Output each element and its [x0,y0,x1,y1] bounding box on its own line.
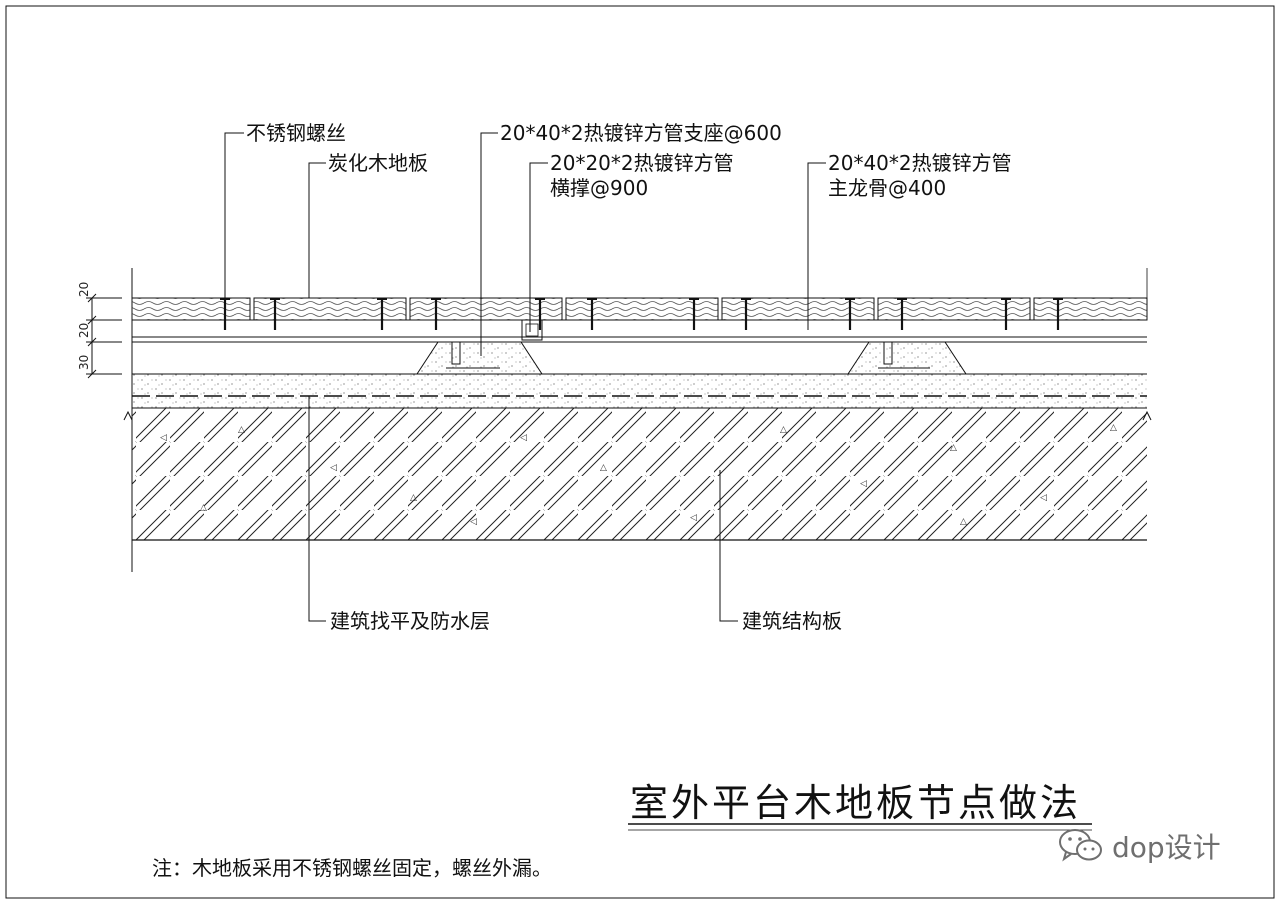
leveling-waterproof-layer [132,373,1147,408]
dimension-marks: 20 20 30 [77,282,122,379]
screw [845,298,855,330]
svg-text:◁: ◁ [860,479,867,489]
dimension-value: 20 [77,282,91,297]
svg-text:△: △ [1110,423,1117,433]
svg-text:△: △ [600,463,607,473]
screw [897,298,907,330]
screw [587,298,597,330]
label-structural-slab: 建筑结构板 [742,609,842,633]
label-leveling-waterproof: 建筑找平及防水层 [330,609,490,633]
floor-plank [565,297,719,321]
screw [1001,298,1011,330]
svg-text:◁: ◁ [160,433,167,443]
leader-lines [224,132,826,622]
svg-text:△: △ [410,493,417,503]
svg-text:◁: ◁ [1040,493,1047,503]
structural-slab: ◁ △ ◁ △ ◁ △ ◁ △ ◁ △ ◁ △ △ ◁ △ [132,407,1147,541]
main-keel [132,319,1147,343]
svg-text:△: △ [960,517,967,527]
sheet-frame [5,5,1275,899]
floor-plank [409,297,563,321]
svg-text:△: △ [780,425,787,435]
screw [741,298,751,330]
support-pedestal [416,341,543,375]
label-cross-brace-1: 20*20*2热镀锌方管 [550,151,734,175]
watermark-text: dop设计 [1112,831,1221,864]
dimension-value: 20 [77,323,91,338]
screw [689,298,699,330]
wechat-icon [1059,829,1102,862]
screw [431,298,441,330]
screw [270,298,280,330]
svg-text:◁: ◁ [470,517,477,527]
svg-text:◁: ◁ [330,463,337,473]
svg-text:△: △ [950,443,957,453]
screw [535,298,545,330]
svg-text:◁: ◁ [690,513,697,523]
label-carbonized-floor: 炭化木地板 [328,151,428,175]
label-main-keel-1: 20*40*2热镀锌方管 [828,151,1012,175]
screw [1053,298,1063,330]
floor-plank [1033,297,1148,321]
stainless-screws [220,298,1063,330]
label-main-keel-2: 主龙骨@400 [828,176,947,200]
drawing-note: 注：木地板采用不锈钢螺丝固定，螺丝外漏。 [152,856,552,880]
label-cross-brace-2: 横撑@900 [550,176,649,200]
floor-plank [721,297,875,321]
carbonized-wood-floor [131,297,1148,321]
svg-text:◁: ◁ [520,433,527,443]
watermark: dop设计 [1058,826,1221,866]
support-pedestal [847,341,967,375]
drawing-title: 室外平台木地板节点做法 [630,781,1082,825]
floor-plank [131,297,251,321]
floor-plank [253,297,407,321]
svg-text:△: △ [238,425,245,435]
label-support-seat: 20*40*2热镀锌方管支座@600 [500,121,782,145]
floor-plank [877,297,1031,321]
screw [377,298,387,330]
svg-text:△: △ [200,503,207,513]
label-stainless-screw: 不锈钢螺丝 [246,121,346,145]
dimension-value: 30 [77,355,91,370]
